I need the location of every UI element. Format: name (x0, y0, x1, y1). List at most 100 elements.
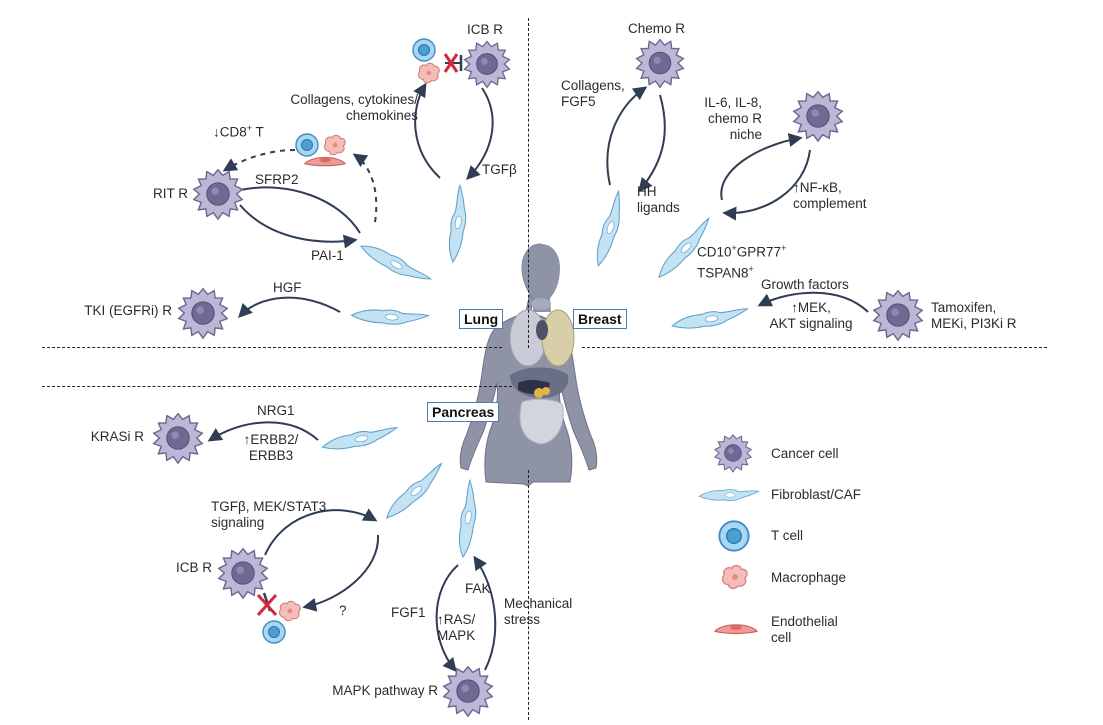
breast-collagens-line: FGF5 (561, 94, 596, 109)
legend-t-cell-icon (718, 520, 750, 552)
breast-chemo-r-label: Chemo R (628, 21, 686, 36)
tspan8-text: TSPAN8 (697, 265, 749, 280)
breast-tamoxifen-label: Tamoxifen, MEKi, PI3Ki R (931, 300, 1017, 332)
breast-cd10-label: CD10+GPR77+ TSPAN8+ (697, 240, 786, 281)
breast-il6-line: chemo R (707, 111, 762, 126)
lung-rit-r-label: RIT R (152, 186, 188, 201)
pancreas-mechanical-line: stress (504, 612, 541, 627)
breast-tamoxifen-line: MEKi, PI3Ki R (931, 316, 1017, 331)
pancreas-mechanical-line: Mechanical (504, 596, 573, 611)
breast-nfkb-line: ↑NF-κB, (793, 180, 842, 195)
pancreas-nrg1-label: NRG1 (257, 403, 295, 418)
pancreas-mapk-r-label: MAPK pathway R (332, 683, 438, 698)
breast-fibroblast-icon (589, 189, 631, 269)
legend-fibroblast-label: Fibroblast/CAF (771, 487, 862, 502)
breast-mek-line: ↑MEK, (791, 300, 831, 315)
divider-pancreas-top (42, 386, 512, 387)
pancreas-t-cell-icon (262, 620, 286, 644)
breast-nfkb-line: complement (793, 196, 867, 211)
breast-mek-line: AKT signaling (769, 316, 853, 331)
pancreas-fak-label: FAK (465, 581, 491, 596)
pancreas-inhibit-cross (256, 593, 278, 617)
cd8-suffix: T (252, 124, 264, 140)
pancreas-fibroblast-icon (453, 479, 483, 559)
pancreas-tgfb-mek-label: TGFβ, MEK/STAT3 signaling (211, 499, 326, 531)
pancreas-icb-r-label: ICB R (175, 560, 212, 575)
breast-growth-factors-label: Growth factors (761, 277, 849, 292)
breast-fibroblast-icon (670, 305, 750, 333)
organ-label-lung: Lung (459, 309, 504, 329)
pancreas-erbb-line: ↑ERBB2/ (243, 432, 299, 447)
pancreas-tgfb-line: signaling (211, 515, 265, 530)
divider-horizontal-right (582, 347, 1047, 348)
pancreas-tgfb-line: TGFβ, MEK/STAT3 (211, 499, 327, 514)
lung-macrophage-icon (323, 134, 346, 156)
pancreas-fgf1-label: FGF1 (391, 605, 426, 620)
breast-tamoxifen-line: Tamoxifen, (931, 300, 997, 315)
lung-tki-r-label: TKI (EGFRi) R (84, 303, 172, 318)
cd10-text: CD10 (697, 244, 732, 260)
legend-cancer-label: Cancer cell (771, 446, 839, 461)
cd8-sup: + (246, 123, 253, 133)
pancreas-ras-mapk-label: ↑RAS/ MAPK (437, 612, 475, 644)
lung-icb-cancer-cell-icon (463, 40, 511, 89)
cd8-text: ↓CD8 (213, 124, 247, 140)
organ-label-breast: Breast (573, 309, 627, 329)
legend-tcell-label: T cell (771, 528, 804, 543)
pancreas-krasi-cancer-cell-icon (153, 413, 203, 464)
lung-pai1-label: PAI-1 (311, 248, 344, 263)
breast-tamoxifen-cancer-cell-icon (873, 290, 923, 341)
legend-endothelial-line: cell (771, 630, 792, 645)
divider-horizontal-left (42, 347, 502, 348)
lung-fibroblast-icon (350, 305, 430, 329)
lung-cd8-label: ↓CD8+ T (213, 120, 264, 141)
pancreas-ras-line: MAPK (437, 628, 476, 643)
pancreas-question-label: ? (339, 603, 347, 618)
breast-hh-line: HH (637, 184, 657, 199)
pancreas-icb-cancer-cell-icon (218, 548, 268, 599)
breast-il6-cancer-cell-icon (793, 91, 843, 142)
breast-il6-label: IL-6, IL-8, chemo R niche (680, 95, 762, 143)
breast-chemo-cancer-cell-icon (635, 38, 685, 88)
lung-collagens-label: Collagens, cytokines/ chemokines (258, 92, 418, 124)
tspan8-sup: + (748, 263, 754, 274)
divider-vertical-top (528, 18, 529, 348)
lung-inhibit-cross (443, 53, 459, 73)
breast-collagens-label: Collagens, FGF5 (561, 78, 625, 110)
divider-vertical-bottom (528, 470, 529, 720)
breast-il6-line: IL-6, IL-8, (704, 95, 762, 110)
pancreas-fibroblast-icon (320, 424, 400, 454)
lung-hgf-label: HGF (273, 280, 302, 295)
legend-macrophage-label: Macrophage (771, 570, 847, 585)
breast-nfkb-label: ↑NF-κB, complement (793, 180, 867, 212)
breast-il6-line: niche (729, 127, 762, 142)
pancreas-macrophage-icon (278, 600, 301, 622)
gpr77-sup: + (781, 243, 787, 253)
breast-collagens-line: Collagens, (561, 78, 625, 93)
breast-hh-line: ligands (637, 200, 680, 215)
pancreas-mechanical-label: Mechanical stress (504, 596, 572, 628)
lung-fibroblast-icon (357, 237, 433, 291)
lung-collagens-line: chemokines (345, 108, 418, 123)
legend-endothelial-label: Endothelial cell (771, 614, 838, 646)
lung-pathways (222, 55, 494, 319)
lung-tgfb-label: TGFβ (482, 162, 517, 177)
lung-t-cell-icon (412, 38, 436, 62)
lung-icb-r-label: ICB R (467, 22, 504, 37)
legend-endothelial-cell-icon (714, 624, 758, 635)
pancreas-erbb-line: ERBB3 (248, 448, 294, 463)
pancreas-mapk-cancer-cell-icon (443, 666, 493, 717)
pancreas-erbb-label: ↑ERBB2/ ERBB3 (226, 432, 316, 464)
lung-endothelial-cell-icon (304, 156, 346, 167)
breast-hh-label: HH ligands (637, 184, 680, 216)
lung-rit-cancer-cell-icon (193, 169, 243, 220)
legend-fibroblast-icon (698, 488, 760, 502)
lung-macrophage-icon (417, 62, 440, 84)
lung-t-cell-icon (295, 133, 319, 157)
legend-endothelial-line: Endothelial (771, 614, 838, 629)
lung-fibroblast-icon (443, 184, 473, 264)
pancreas-fibroblast-icon (380, 461, 450, 523)
breast-pathways (606, 86, 869, 313)
